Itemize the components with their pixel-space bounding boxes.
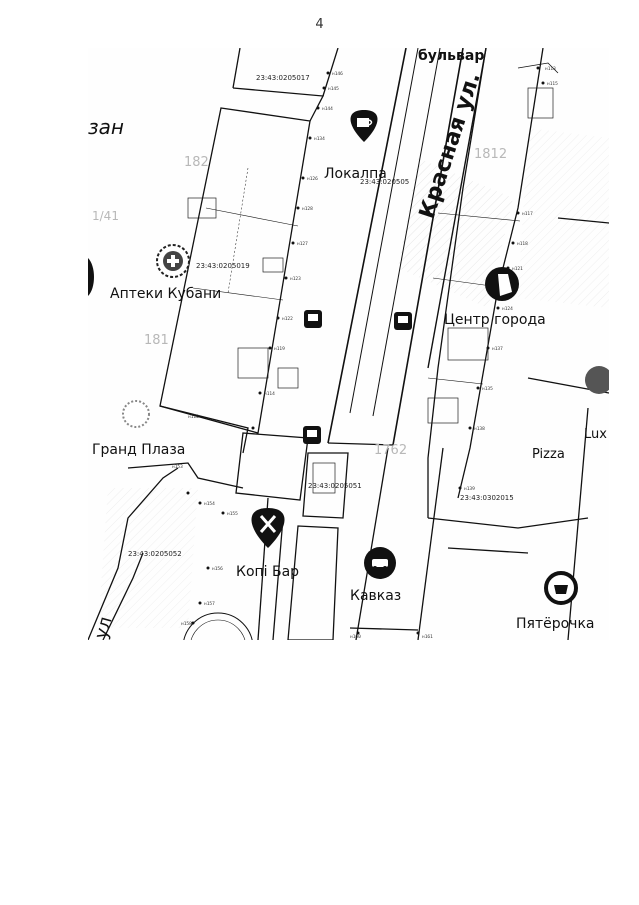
svg-text:н157: н157	[204, 601, 215, 607]
svg-text:н134: н134	[314, 136, 325, 142]
svg-text:н126: н126	[307, 176, 318, 182]
svg-text:н119: н119	[274, 346, 285, 352]
street-label-bulvar: бульвар	[418, 48, 484, 64]
svg-text:н158: н158	[181, 621, 192, 627]
svg-text:н127: н127	[297, 241, 308, 247]
house-number: 1762	[374, 443, 407, 458]
svg-text:н145: н145	[328, 86, 339, 92]
survey-point-labels: н146 н145 н144 н134 н126 н128 н127 н123 …	[172, 66, 558, 640]
svg-text:н118: н118	[517, 241, 528, 247]
svg-text:н144: н144	[322, 106, 333, 112]
parcel-0205019	[159, 48, 339, 434]
poi-label-grand-plaza: Гранд Плаза	[92, 442, 185, 458]
svg-text:н153: н153	[172, 464, 183, 470]
cadastral-quarter-0205052: 23:43:0205052	[128, 550, 182, 558]
house-number: 1/41	[92, 209, 119, 223]
house-number: 181	[144, 333, 169, 348]
cadastral-map[interactable]: н146 н145 н144 н134 н126 н128 н127 н123 …	[88, 48, 609, 640]
svg-text:н135: н135	[482, 386, 493, 392]
poi-label-kavkaz: Кавказ	[350, 588, 401, 604]
pharmacy-icon[interactable]	[156, 244, 190, 278]
house-number: 182	[184, 155, 209, 170]
cadastral-quarter-top: 23:43:0205​05	[360, 178, 409, 186]
svg-text:н115: н115	[547, 81, 558, 87]
poi-label-tsentr-goroda: Центр города	[444, 312, 546, 328]
cafe-pin-icon[interactable]	[350, 110, 378, 142]
svg-text:н128: н128	[302, 206, 313, 212]
cadastral-quarter-0205017: 23:43:0205017	[256, 74, 310, 82]
poi-label-pyaterochka: Пятёрочка	[516, 616, 594, 632]
map-canvas[interactable]: н146 н145 н144 н134 н126 н128 н127 н123 …	[88, 48, 609, 640]
car-service-icon[interactable]	[364, 547, 396, 579]
svg-text:н114: н114	[264, 391, 275, 397]
svg-text:н121: н121	[512, 266, 523, 272]
building-icon	[122, 400, 150, 428]
page-number: 4	[315, 17, 324, 32]
svg-text:н156: н156	[212, 566, 223, 572]
lux-icon[interactable]	[585, 366, 609, 394]
shop-pin-icon[interactable]	[485, 267, 519, 301]
cadastral-quarter-0205051: 23:43:0205051	[308, 482, 362, 490]
grocery-icon[interactable]	[544, 571, 578, 605]
svg-text:н139: н139	[464, 486, 475, 492]
svg-text:н160: н160	[350, 634, 361, 640]
svg-text:н138: н138	[474, 426, 485, 432]
svg-text:н113: н113	[545, 66, 556, 72]
bus-stop-icon[interactable]	[394, 312, 412, 330]
poi-label-lokalpa: Локалпа	[324, 166, 387, 182]
poi-label-apteki-kubani: Аптеки Кубани	[110, 286, 221, 302]
building-fragments	[187, 87, 554, 494]
svg-text:н155: н155	[227, 511, 238, 517]
survey-points	[186, 66, 545, 635]
krasnaya-street	[327, 48, 487, 446]
street-label-left: зан	[88, 115, 124, 139]
map-edge-marker	[88, 258, 94, 296]
bus-stop-icon[interactable]	[303, 426, 321, 444]
svg-text:н137: н137	[492, 346, 503, 352]
cadastral-quarter-0302015: 23:43:0302015	[460, 494, 514, 502]
svg-text:н112: н112	[188, 414, 199, 420]
svg-text:н154: н154	[204, 501, 215, 507]
bus-stop-icon[interactable]	[304, 310, 322, 328]
svg-text:н161: н161	[422, 634, 433, 640]
svg-text:н123: н123	[290, 276, 301, 282]
restaurant-pin-icon[interactable]	[251, 508, 285, 548]
poi-label-lux: Lux	[584, 427, 607, 442]
house-number: 1812	[474, 147, 507, 162]
svg-text:н124: н124	[502, 306, 513, 312]
poi-label-pizza: Pizza	[532, 447, 565, 462]
cadastral-quarter-0205019: 23:43:0205019	[196, 262, 250, 270]
svg-text:н122: н122	[282, 316, 293, 322]
poi-label-kopi-bar: Копі Бар	[236, 564, 299, 580]
svg-text:н146: н146	[332, 71, 343, 77]
svg-text:н117: н117	[522, 211, 533, 217]
